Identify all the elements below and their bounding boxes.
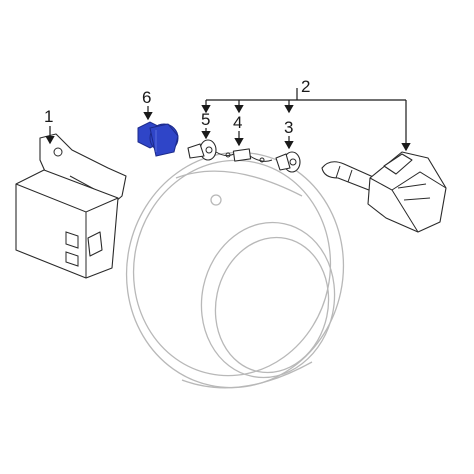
callout-3[interactable]: 3 — [284, 118, 293, 137]
leader-lines — [45, 88, 411, 152]
part-2-tpms-sensor[interactable] — [321, 151, 447, 233]
callout-1[interactable]: 1 — [44, 107, 53, 126]
part-1-control-module[interactable] — [15, 133, 127, 279]
callout-6[interactable]: 6 — [142, 88, 151, 107]
part-3-seal[interactable] — [275, 151, 301, 173]
part-6-valve-cap[interactable] — [137, 121, 179, 157]
callout-5[interactable]: 5 — [201, 110, 210, 129]
part-5-grommet[interactable] — [187, 139, 217, 161]
callout-2[interactable]: 2 — [301, 77, 310, 96]
wheel-rim — [125, 151, 345, 389]
part-4-valve-stem[interactable] — [215, 148, 273, 163]
callout-4[interactable]: 4 — [233, 113, 242, 132]
